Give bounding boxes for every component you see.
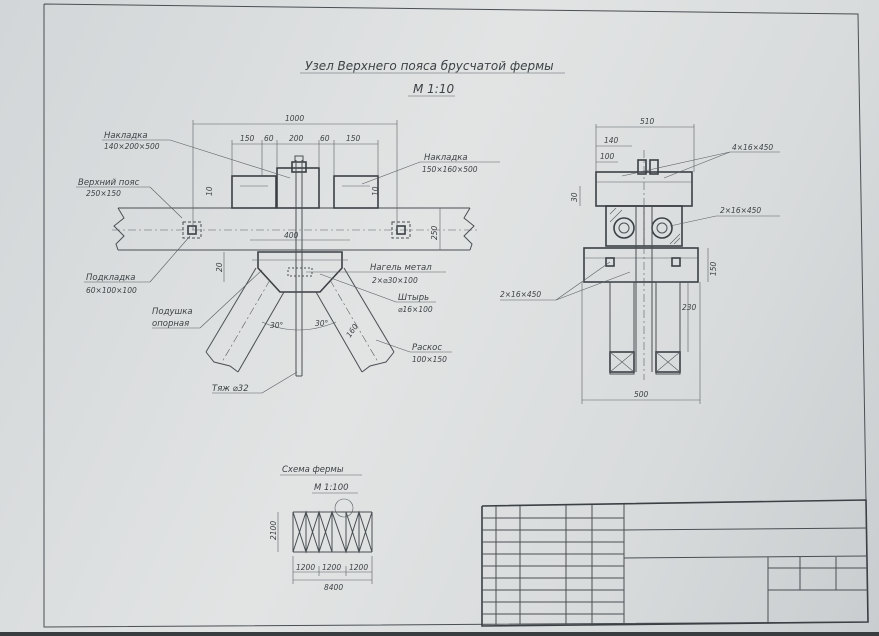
side-crossbar <box>583 247 699 283</box>
dim-60-right: 60 <box>320 134 330 143</box>
dim-400: 400 <box>284 231 299 240</box>
title-block <box>481 499 869 627</box>
podkladka-left <box>182 221 202 239</box>
label-podkladka-size: 60×100×100 <box>86 286 137 295</box>
dim-150-right: 150 <box>346 134 361 143</box>
label-podushka-2: опорная <box>152 319 189 329</box>
label-nakladka-right-size: 150×160×500 <box>422 165 478 174</box>
dim-140: 140 <box>604 136 619 145</box>
side-leaders <box>500 151 780 301</box>
dim-30: 30 <box>570 192 579 202</box>
label-nagel-size: 2×⌀30×100 <box>372 276 418 285</box>
top-chord <box>112 207 478 251</box>
truss-diagram <box>292 498 373 554</box>
label-nakladka-left: Накладка <box>104 131 148 141</box>
nakladka-left <box>231 175 277 209</box>
side-verticals <box>609 150 681 380</box>
truss-height: 2100 <box>269 521 278 540</box>
front-leaders <box>76 139 500 394</box>
label-nakladka-left-size: 140×200×500 <box>104 142 160 151</box>
tie-rod <box>295 160 303 377</box>
top-nut <box>291 155 307 173</box>
label-podkladka: Подкладка <box>86 273 135 283</box>
dim-150-left: 150 <box>240 134 255 143</box>
angle-left: 30° <box>270 321 284 330</box>
nakladka-right <box>333 175 379 209</box>
label-nagel: Нагель метал <box>370 263 432 273</box>
dim-200: 200 <box>289 134 304 143</box>
dim-20: 20 <box>215 262 224 272</box>
label-shtyr-size: ⌀16×100 <box>398 305 433 314</box>
angle-right: 30° <box>315 319 329 328</box>
label-verh-poyas-size: 250×150 <box>86 189 121 198</box>
front-view: 1000 150 60 200 60 150 400 250 10 10 20 … <box>76 114 500 394</box>
front-dimensions <box>192 120 441 282</box>
nakladka-center <box>276 167 320 209</box>
label-shtyr: Штырь <box>398 293 429 303</box>
truss-scheme: Схема фермы М 1:100 2100 1200 12 <box>269 465 373 592</box>
diagonal-left <box>205 267 285 373</box>
label-nakladka-right: Накладка <box>424 153 468 163</box>
dim-160: 160 <box>344 322 360 339</box>
dim-150-side: 150 <box>709 261 718 276</box>
truss-title: Схема фермы <box>282 465 344 475</box>
label-bolt-left: 2×16×450 <box>500 290 541 299</box>
dim-100: 100 <box>600 152 615 161</box>
side-view: 510 140 100 30 150 230 500 4×16×450 2×16… <box>500 117 780 404</box>
label-bolt-top: 4×16×450 <box>732 143 773 152</box>
dim-510: 510 <box>640 117 655 126</box>
dim-10-left: 10 <box>205 186 214 196</box>
dim-500: 500 <box>634 390 649 399</box>
truss-panel-1: 1200 <box>296 563 315 572</box>
dim-1000: 1000 <box>285 114 304 123</box>
drawing-scale: М 1:10 <box>413 82 454 96</box>
diagonal-right <box>315 267 395 373</box>
dim-230: 230 <box>682 303 697 312</box>
dim-10-right: 10 <box>371 186 380 196</box>
angle-arc <box>261 321 337 331</box>
drawing-title: Узел Верхнего пояса брусчатой фермы <box>305 59 554 73</box>
label-tyazh: Тяж ⌀32 <box>212 384 249 394</box>
side-dimensions <box>579 124 709 404</box>
label-raskos: Раскос <box>412 343 442 353</box>
truss-panel-2: 1200 <box>322 563 341 572</box>
truss-span: 8400 <box>324 583 343 592</box>
label-bolt-right: 2×16×450 <box>720 206 761 215</box>
label-raskos-size: 100×150 <box>412 355 447 364</box>
label-verh-poyas: Верхний пояс <box>78 178 140 188</box>
truss-panel-3: 1200 <box>349 563 368 572</box>
label-podushka-1: Подушка <box>152 307 193 317</box>
dim-250: 250 <box>430 225 439 240</box>
dim-60-left: 60 <box>264 134 274 143</box>
truss-scale: М 1:100 <box>314 483 349 493</box>
